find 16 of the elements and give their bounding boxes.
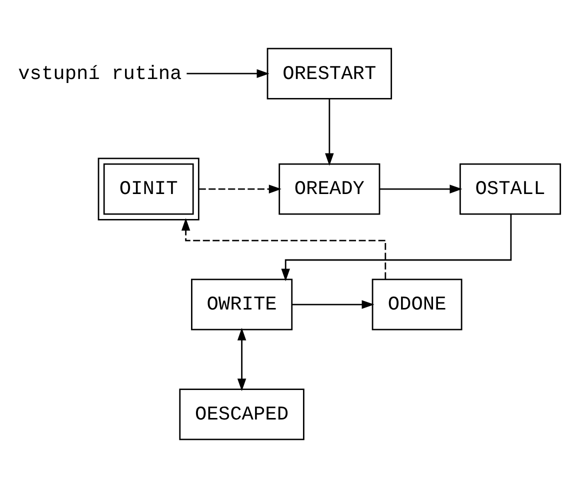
arrow	[325, 98, 334, 166]
node-box: OSTALL	[459, 163, 562, 215]
arrow	[380, 184, 462, 194]
node-box: OWRITE	[191, 278, 293, 330]
arrow	[198, 184, 282, 194]
node-box: OESCAPED	[179, 388, 304, 440]
node-box: OREADY	[278, 163, 380, 215]
node-box: ODONE	[372, 278, 462, 330]
arrow	[181, 218, 386, 280]
arrow	[281, 214, 512, 282]
node-text: vstupní rutina	[18, 62, 182, 85]
arrow	[186, 69, 270, 78]
arrow	[237, 328, 246, 392]
node-box: OINIT	[98, 158, 200, 220]
node-box: ORESTART	[266, 48, 392, 100]
arrow	[292, 300, 374, 309]
